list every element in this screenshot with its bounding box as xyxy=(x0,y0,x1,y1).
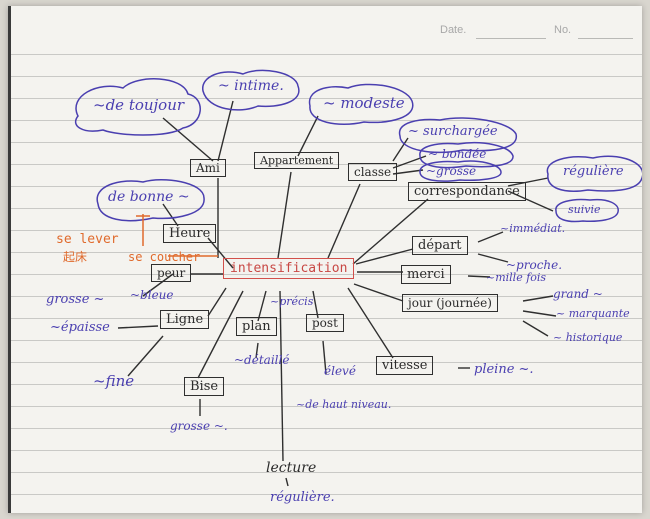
note-proche: ~proche. xyxy=(506,258,563,272)
note-de-haut-niveau: ~de haut niveau. xyxy=(296,398,392,411)
node-peur: peur xyxy=(151,264,192,282)
center-node: intensification xyxy=(223,258,355,279)
node-depart: départ xyxy=(412,236,468,255)
node-ligne: Ligne xyxy=(160,310,210,329)
note-grosse-classe: ~grosse xyxy=(426,164,477,178)
note-precis: ~précis xyxy=(270,295,314,308)
ruled-line xyxy=(8,450,642,451)
note-de-toujours: ~de toujour xyxy=(93,96,185,114)
note-intime: ~ intime. xyxy=(218,78,284,94)
node-post: post xyxy=(306,314,344,332)
note-detaille: ~détaillé xyxy=(234,353,290,367)
ruled-line xyxy=(8,164,642,165)
node-bise: Bise xyxy=(184,377,225,396)
note-epaisse: ~épaisse xyxy=(50,320,110,335)
note-immediat: ~immédiat. xyxy=(500,222,566,235)
mind-map-lines xyxy=(74,69,642,487)
note-mille-fois: ~mille fois xyxy=(486,271,547,284)
ruled-line xyxy=(8,142,642,143)
ruled-line xyxy=(8,208,642,209)
node-merci: merci xyxy=(401,265,451,284)
node-correspondance: correspondance xyxy=(408,182,526,201)
node-jour: jour (journée) xyxy=(402,294,498,312)
ruled-line xyxy=(8,340,642,341)
note-suivie: suivie xyxy=(568,203,601,216)
node-plan: plan xyxy=(236,317,277,336)
note-reguliere-corr: régulière xyxy=(563,164,624,179)
note-bondee: ~ bondée xyxy=(428,147,487,161)
node-heure: Heure xyxy=(163,224,217,243)
ruled-line xyxy=(8,98,642,99)
ruled-line xyxy=(8,472,642,473)
note-surchargee: ~ surchargée xyxy=(408,124,498,139)
note-se-lever: se lever xyxy=(56,232,119,247)
no-line xyxy=(578,38,633,39)
page-edge xyxy=(8,6,11,513)
ruled-line xyxy=(8,186,642,187)
node-ami: Ami xyxy=(190,159,226,177)
ruled-line xyxy=(8,428,642,429)
ruled-line xyxy=(8,406,642,407)
ruled-line xyxy=(8,274,642,275)
note-modeste: ~ modeste xyxy=(323,94,405,112)
ruled-line xyxy=(8,494,642,495)
date-label: Date. xyxy=(440,24,467,36)
node-classe: classe xyxy=(348,163,398,181)
note-chinese: 起床 xyxy=(63,250,88,264)
date-line xyxy=(476,38,546,39)
note-fine: ~fine xyxy=(93,372,135,390)
ruled-line xyxy=(8,76,642,77)
ruled-line xyxy=(8,252,642,253)
ruled-line xyxy=(8,230,642,231)
note-eleve: élevé xyxy=(324,364,356,378)
note-bleue: ~bleue xyxy=(130,288,174,302)
note-pleine: pleine ~. xyxy=(474,362,534,377)
note-se-coucher: se coucher xyxy=(128,250,201,264)
ruled-line xyxy=(8,120,642,121)
node-appartement: Appartement xyxy=(254,152,340,169)
ruled-line xyxy=(8,296,642,297)
ruled-line xyxy=(8,384,642,385)
note-de-bonne: de bonne ~ xyxy=(108,189,190,205)
node-vitesse: vitesse xyxy=(376,356,434,375)
ruled-line xyxy=(8,54,642,55)
note-historique: ~ historique xyxy=(553,331,623,344)
ruled-line xyxy=(8,318,642,319)
note-reguliere-lect: régulière. xyxy=(270,490,335,505)
note-grosse-peur: grosse ~ xyxy=(46,292,105,307)
note-grosse-bise: grosse ~. xyxy=(170,419,228,433)
note-grand: grand ~ xyxy=(553,287,603,301)
node-lecture: lecture xyxy=(266,460,317,476)
no-label: No. xyxy=(554,24,572,36)
note-marquante: ~ marquante xyxy=(556,307,630,320)
notebook-page: Date. No. xyxy=(8,6,642,513)
